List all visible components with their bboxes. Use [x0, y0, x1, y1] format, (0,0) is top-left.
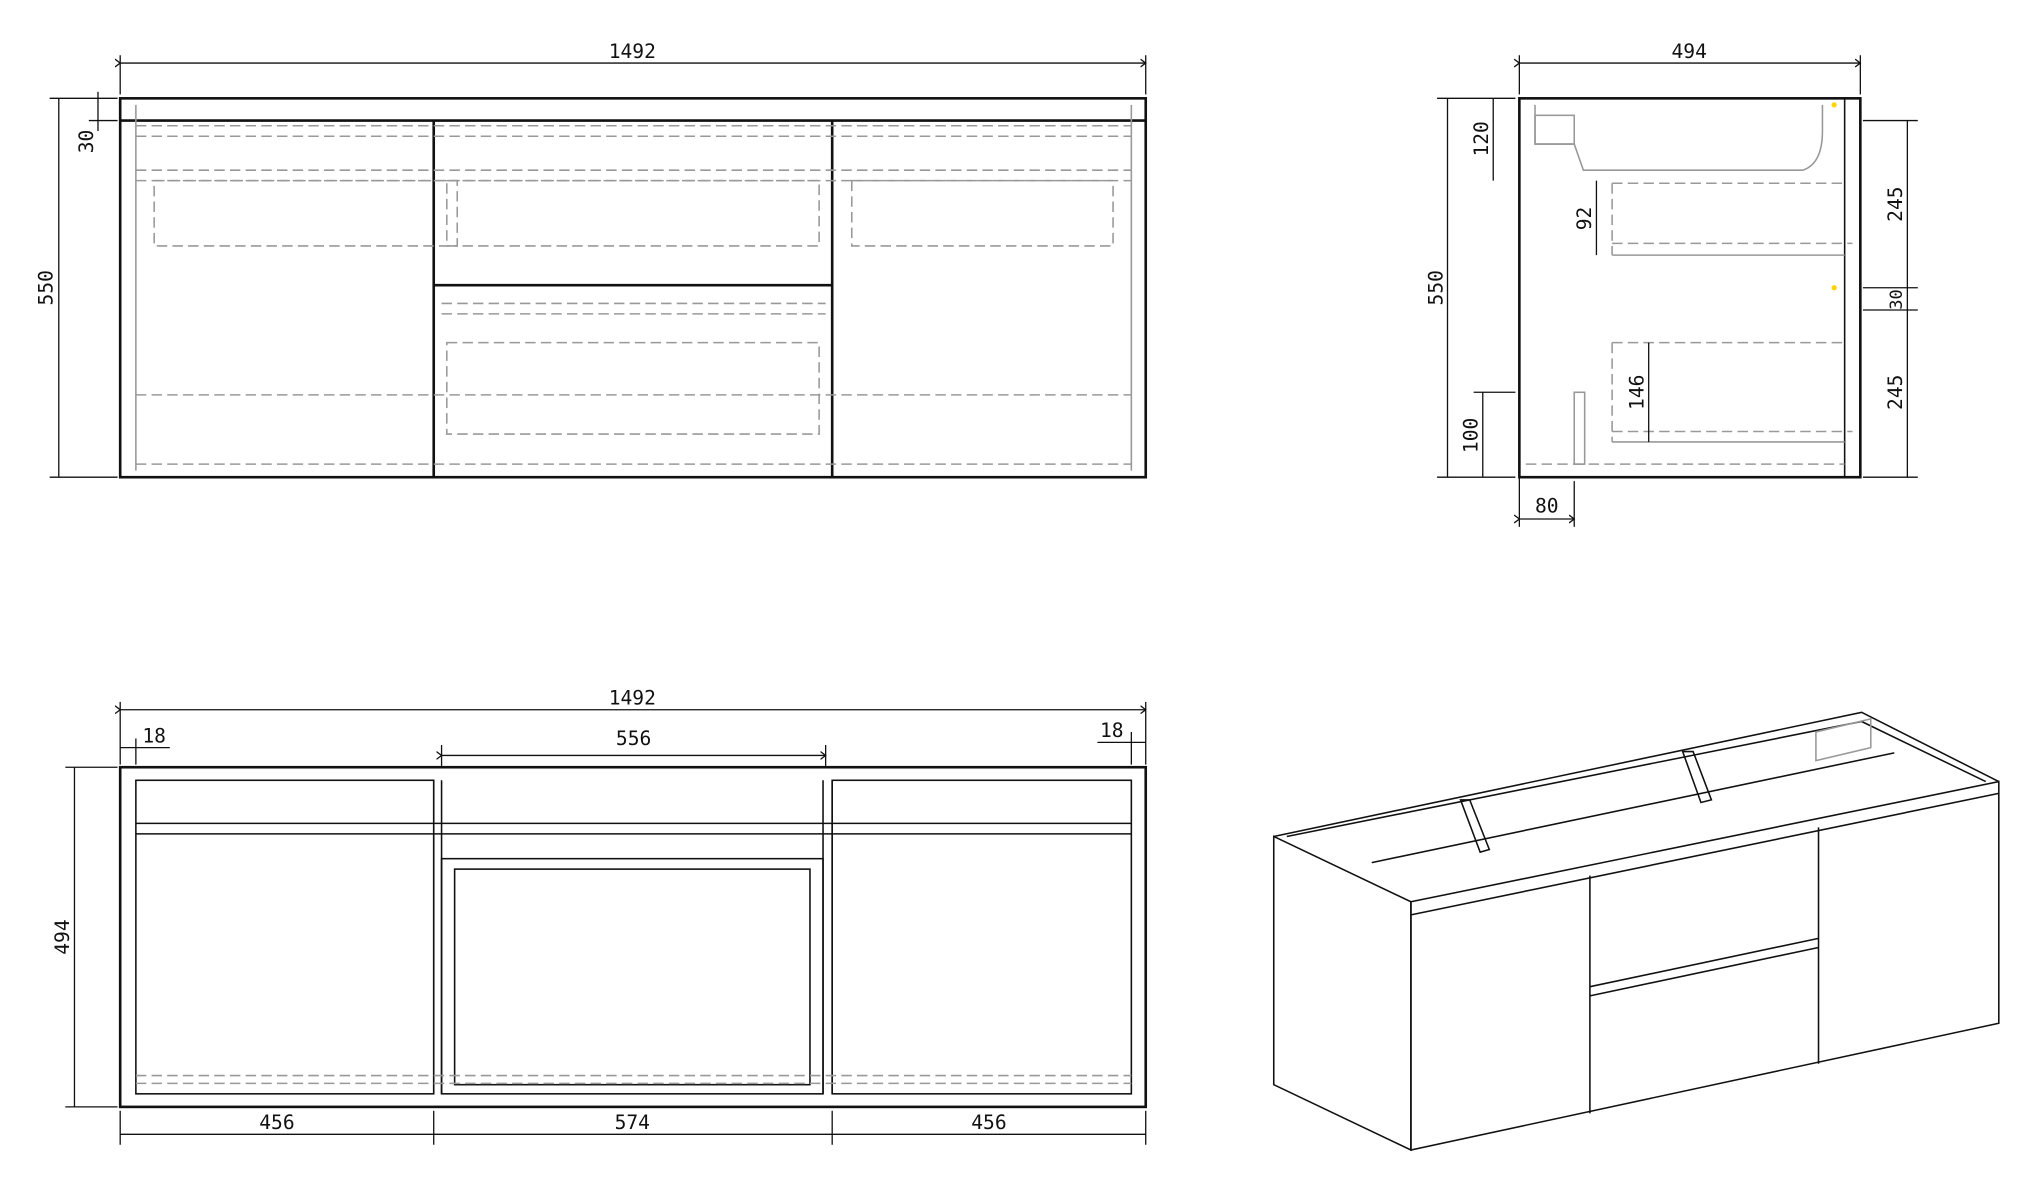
- side-view: 494 550 120 92 245 30 245 146 100 80: [1424, 40, 1918, 527]
- left-section-label: 456: [259, 1111, 294, 1134]
- top-view: 1492 18 556 18 494 456 574 456: [51, 687, 1148, 1145]
- front-height-label: 550: [34, 270, 57, 305]
- front-width-label: 1492: [609, 40, 656, 63]
- lower-drawer-depth-label: 146: [1625, 375, 1648, 410]
- panel-right-label: 18: [1100, 719, 1124, 742]
- right-section-label: 456: [971, 1111, 1006, 1134]
- top-gap-label: 120: [1470, 121, 1493, 156]
- back-offset-label: 80: [1535, 494, 1559, 517]
- rail-label: 30: [1887, 289, 1907, 309]
- marker-dot: [1831, 285, 1837, 291]
- upper-drawer-depth-label: 92: [1573, 207, 1596, 231]
- front-view: 1492 550 30: [34, 40, 1148, 479]
- marker-dot: [1831, 102, 1837, 108]
- center-inner-label: 556: [616, 727, 651, 750]
- side-depth-label: 494: [1672, 40, 1707, 63]
- isometric-view: [1272, 711, 2000, 1152]
- upper-drawer-height-label: 245: [1884, 186, 1907, 221]
- lower-drawer-height-label: 245: [1884, 375, 1907, 410]
- side-height-label: 550: [1424, 270, 1447, 305]
- top-depth-label: 494: [51, 919, 74, 954]
- front-top-rail-label: 30: [75, 130, 98, 154]
- center-section-label: 574: [615, 1111, 650, 1134]
- panel-left-label: 18: [142, 724, 166, 747]
- bottom-gap-label: 100: [1460, 418, 1483, 453]
- top-width-label: 1492: [609, 687, 656, 710]
